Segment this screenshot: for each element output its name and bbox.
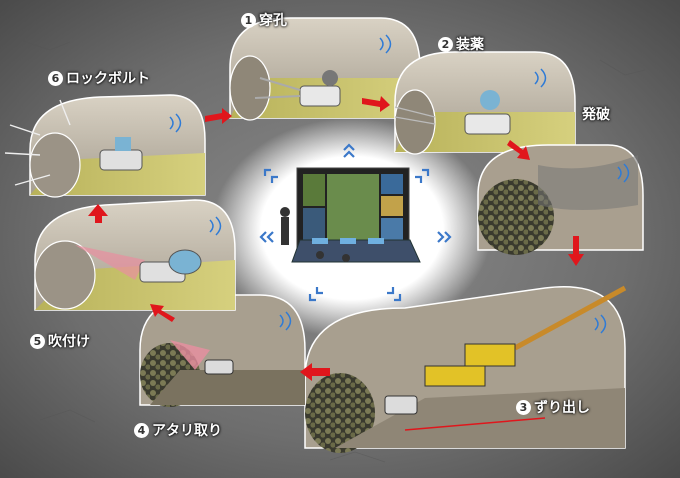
- dump-truck: [425, 366, 485, 386]
- tunnel-blasting: [478, 145, 643, 255]
- tunnel-shotcrete: [35, 200, 235, 310]
- drill-jumbo: [300, 86, 340, 106]
- tunnel-scaling: [140, 295, 305, 407]
- tunnel-drilling: [230, 18, 420, 120]
- breaker: [205, 360, 233, 374]
- bolting-jumbo: [100, 150, 142, 170]
- loader: [385, 396, 417, 414]
- tunnel-charging: [395, 52, 575, 154]
- charging-vehicle: [465, 114, 510, 134]
- crusher: [465, 344, 515, 366]
- operator-standing: [280, 207, 290, 217]
- control-room: [280, 168, 420, 262]
- label-blasting: 発破: [582, 104, 610, 124]
